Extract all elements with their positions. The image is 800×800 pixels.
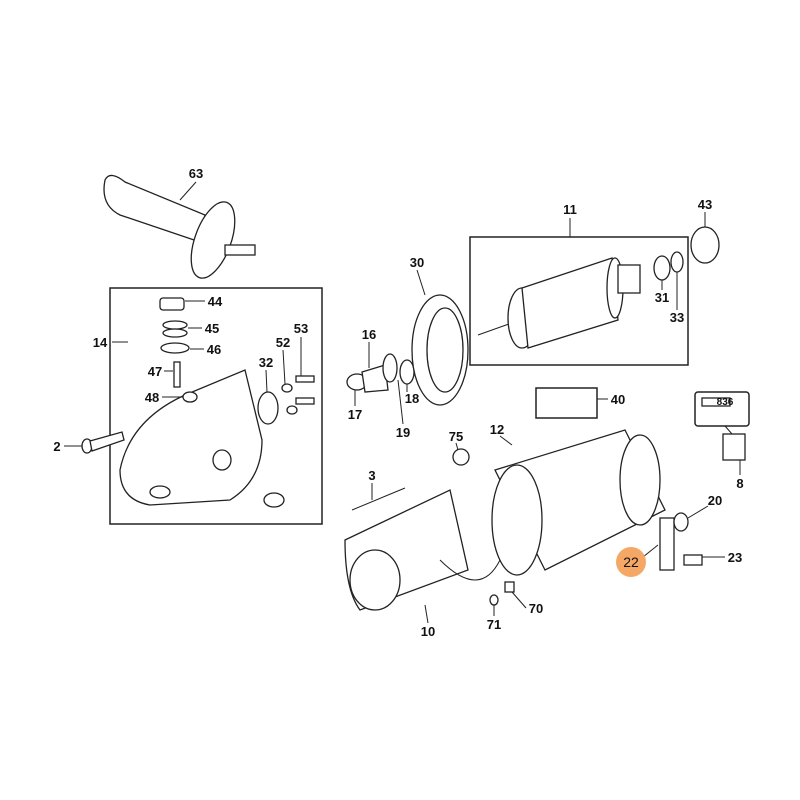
part-label[interactable]: 8: [736, 476, 743, 491]
part-label[interactable]: 12: [490, 422, 504, 437]
guard-housing-part[interactable]: [119, 297, 315, 508]
part-label[interactable]: 47: [148, 364, 162, 379]
part-label[interactable]: 23: [728, 550, 742, 565]
part-label[interactable]: 10: [421, 624, 435, 639]
part-label[interactable]: 53: [294, 321, 308, 336]
part-label-highlighted[interactable]: 22: [623, 554, 639, 570]
highlight-marker: [616, 547, 646, 577]
part-label[interactable]: 17: [348, 407, 362, 422]
part-label[interactable]: 46: [207, 342, 221, 357]
guard-assembly-box: [109, 287, 323, 525]
part-label[interactable]: 33: [670, 310, 684, 325]
field-stator-part[interactable]: [344, 487, 501, 611]
part-label[interactable]: 75: [449, 429, 463, 444]
part-label[interactable]: 14: [93, 335, 108, 350]
part-label[interactable]: 18: [405, 391, 419, 406]
part-label[interactable]: 32: [259, 355, 273, 370]
part-label[interactable]: 16: [362, 327, 376, 342]
part-label[interactable]: 20: [708, 493, 722, 508]
gear-housing-part[interactable]: [411, 294, 469, 406]
part-label[interactable]: 836: [717, 397, 734, 408]
part-label[interactable]: 11: [563, 202, 577, 217]
part-label[interactable]: 40: [611, 392, 625, 407]
motor-housing-part[interactable]: [452, 429, 666, 606]
switch-module-part[interactable]: [659, 397, 746, 571]
label-part-box: [535, 387, 598, 419]
part-label[interactable]: 52: [276, 335, 290, 350]
part-label[interactable]: 48: [145, 390, 159, 405]
part-label[interactable]: 2: [53, 439, 60, 454]
part-label[interactable]: 70: [529, 601, 543, 616]
part-labels: 63 11 43 30 44 45 46 53 14 52 16 32 31 3…: [53, 166, 743, 639]
part-label[interactable]: 30: [410, 255, 424, 270]
part-label[interactable]: 3: [368, 468, 375, 483]
armature-box: [469, 236, 689, 366]
leader-lines: [64, 181, 741, 624]
part-label[interactable]: 43: [698, 197, 712, 212]
part-label[interactable]: 44: [208, 294, 223, 309]
spindle-part[interactable]: [346, 353, 415, 393]
armature-part[interactable]: [477, 226, 720, 349]
part-label[interactable]: 45: [205, 321, 219, 336]
side-handle-part[interactable]: [103, 174, 256, 283]
brush-kit-box: [694, 391, 750, 427]
part-label[interactable]: 19: [396, 425, 410, 440]
part-label[interactable]: 31: [655, 290, 669, 305]
bolt-part[interactable]: [81, 431, 125, 454]
part-label[interactable]: 63: [189, 166, 203, 181]
part-label[interactable]: 71: [487, 617, 501, 632]
